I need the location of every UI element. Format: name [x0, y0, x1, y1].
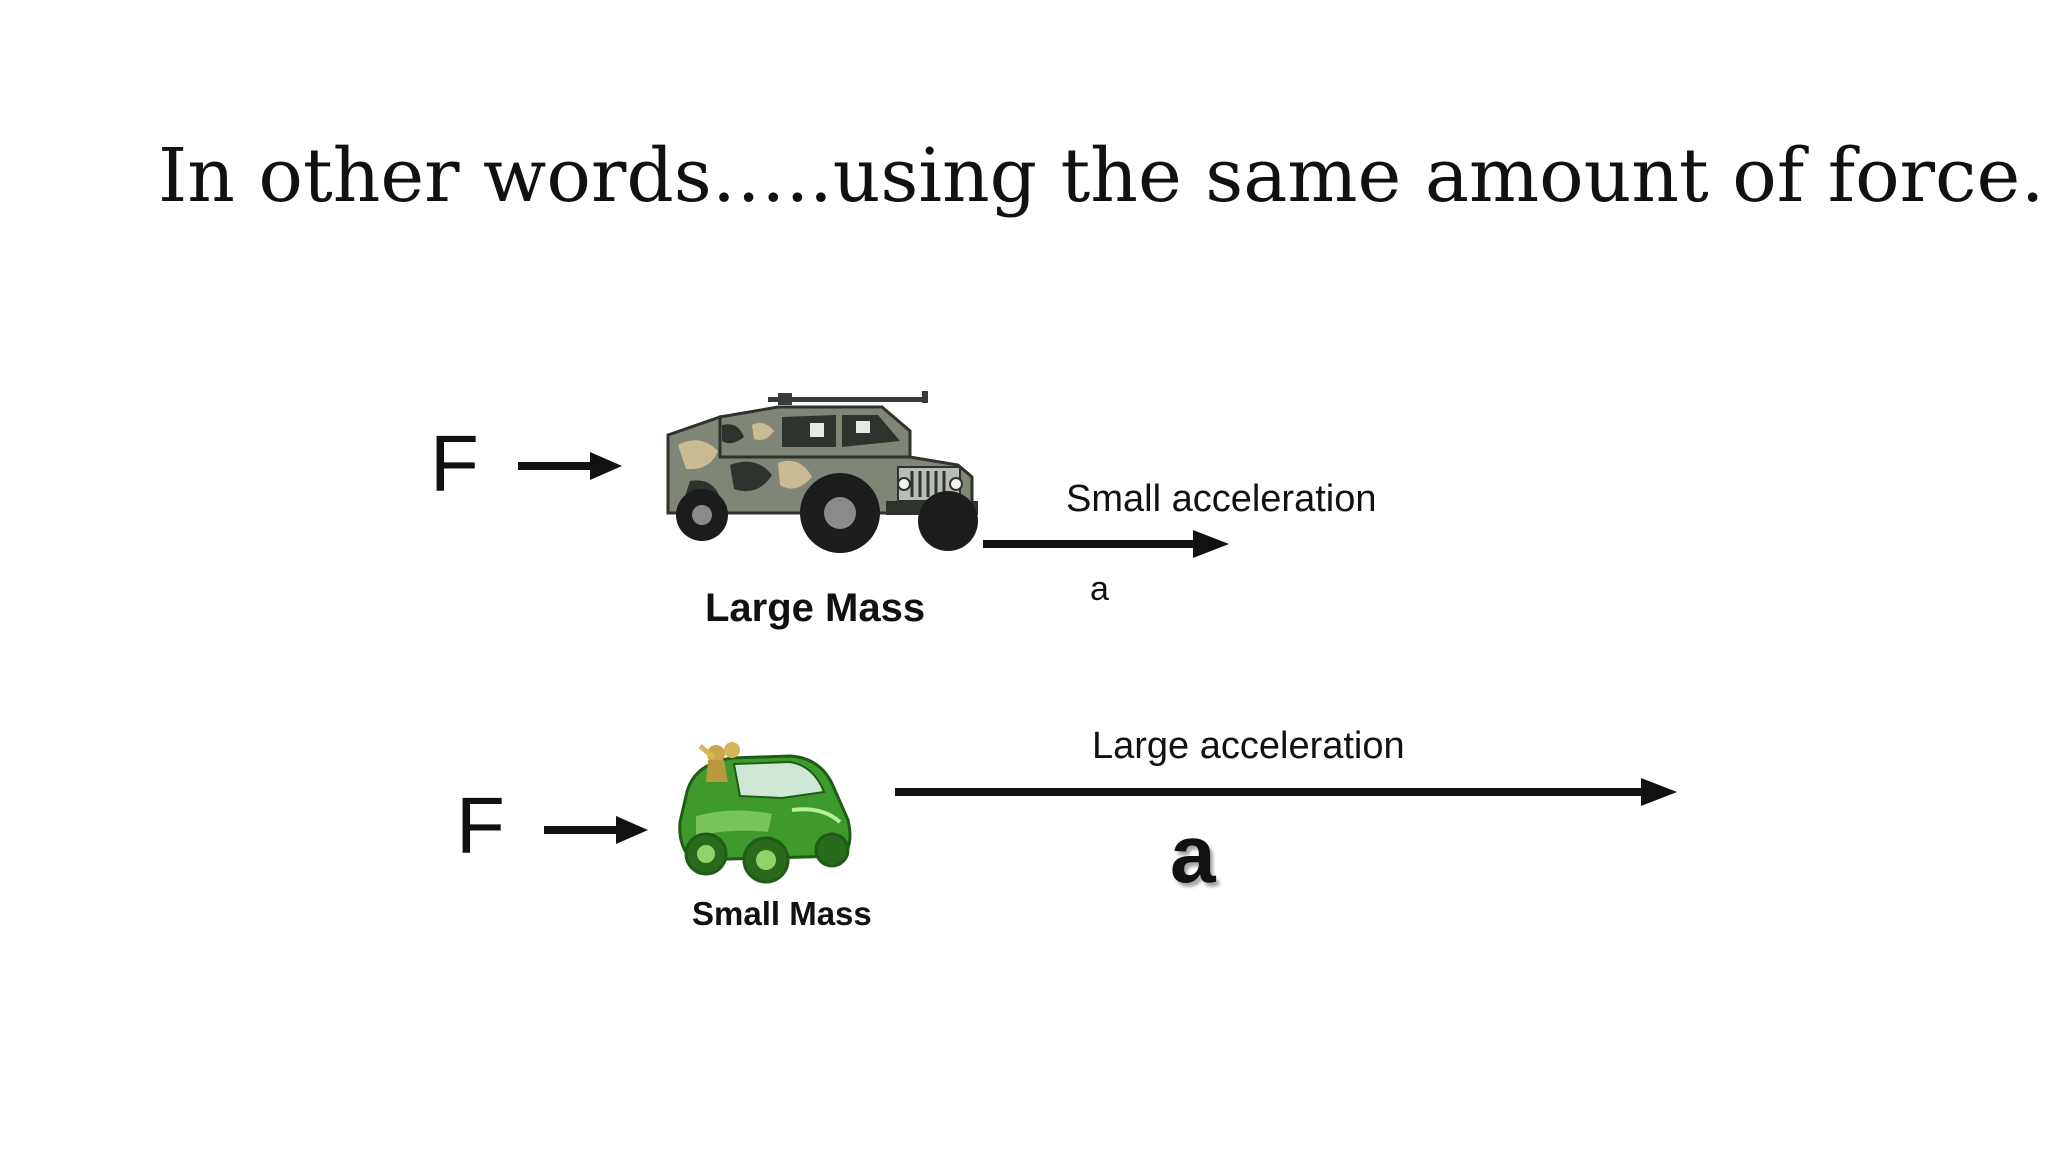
small-acceleration-label: Small acceleration: [1066, 478, 1377, 520]
small-mass-label: Small Mass: [692, 895, 872, 932]
force-arrow-bottom: [544, 816, 648, 844]
small-acceleration-symbol: a: [1090, 570, 1109, 608]
large-mass-label: Large Mass: [705, 586, 926, 630]
green-smart-car-icon: [678, 742, 852, 884]
slide-title: In other words…..using the same amount o…: [158, 133, 2048, 219]
force-arrow-top: [518, 452, 622, 480]
small-acceleration-arrow: [983, 530, 1229, 558]
military-humvee-icon: [666, 391, 978, 553]
large-acceleration-label: Large acceleration: [1092, 725, 1405, 767]
force-label-bottom: F: [456, 781, 505, 870]
force-label-top: F: [430, 419, 479, 508]
large-acceleration-arrow: [895, 778, 1677, 806]
large-acceleration-symbol: a: [1170, 809, 1216, 900]
